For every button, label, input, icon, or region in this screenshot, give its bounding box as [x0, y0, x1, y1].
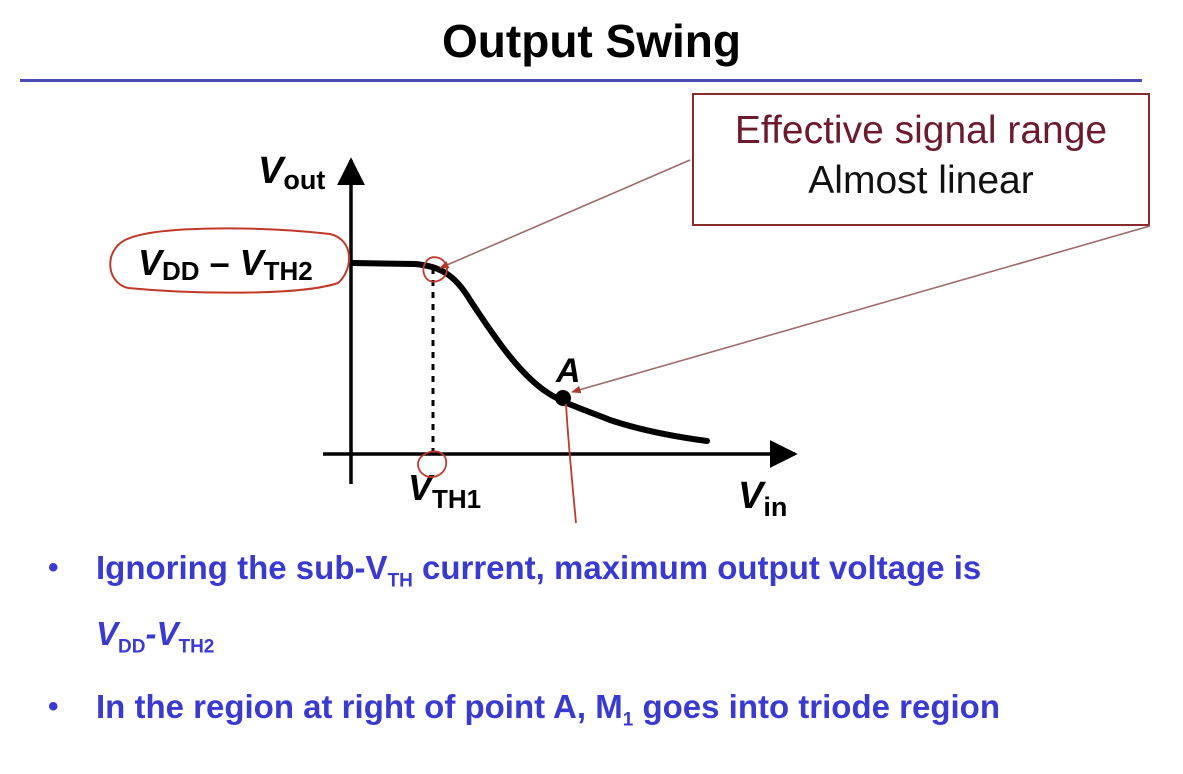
title-divider — [20, 79, 1142, 82]
threshold-label-sub: TH1 — [432, 484, 481, 514]
y-axis-label-sub: out — [283, 165, 325, 195]
y-axis-label: Vout — [258, 150, 325, 195]
bullet-item-1: • Ignoring the sub-VTH current, maximum … — [48, 542, 1158, 673]
bullet-dot: • — [48, 551, 59, 584]
bullet-1-text-d: -V — [145, 614, 179, 652]
bullet-item-2: • In the region at right of point A, M1 … — [48, 681, 1158, 747]
callout-pointer-point-a — [571, 225, 1151, 394]
vdd-label-ellipse — [109, 227, 351, 294]
callout-line-1: Effective signal range — [734, 109, 1108, 152]
callout-line-2: Almost linear — [808, 159, 1034, 202]
level-label-main-1: V — [138, 242, 165, 283]
bullet-1-sub-a: TH — [387, 570, 413, 592]
level-label-sub-2: TH2 — [264, 256, 313, 286]
point-a-vertical-mark — [565, 403, 577, 524]
level-label-sub-1: DD — [162, 256, 200, 286]
bullet-1-text-a: Ignoring the sub-V — [96, 549, 388, 586]
bullet-1-text-b: current, maximum output voltage is — [412, 549, 982, 586]
bullet-1-text-c: V — [96, 614, 119, 652]
point-a-label: A — [555, 352, 581, 390]
vout-curve — [350, 260, 710, 444]
y-axis-label-main: V — [258, 150, 286, 192]
bullet-dot: • — [48, 690, 59, 724]
knee-circle — [422, 256, 448, 283]
bullet-2-sub-a: 1 — [622, 709, 634, 731]
bullet-2-text-a: In the region at right of point A, M — [96, 688, 623, 726]
vth1-label: VTH1 — [408, 467, 481, 514]
bullet-1-sub-b: DD — [118, 636, 146, 658]
bullet-1-sub-c: TH2 — [178, 636, 215, 658]
level-label-main-2: V — [240, 242, 267, 283]
x-axis-label-main: V — [738, 475, 766, 517]
callout-pointer-knee — [439, 159, 691, 269]
x-axis-label: Vin — [738, 475, 787, 522]
vth1-circle — [417, 450, 448, 478]
level-label-dash: – — [200, 242, 240, 283]
x-axis-label-sub: in — [763, 492, 787, 522]
bullet-list: • Ignoring the sub-VTH current, maximum … — [48, 542, 1158, 747]
point-a-marker — [555, 390, 571, 406]
callout-box: Effective signal range Almost linear — [692, 93, 1150, 226]
vdd-vth2-label: VDD – VTH2 — [138, 242, 313, 286]
bullet-2-text-b: goes into triode region — [633, 688, 1000, 726]
slide-title: Output Swing — [442, 15, 741, 67]
